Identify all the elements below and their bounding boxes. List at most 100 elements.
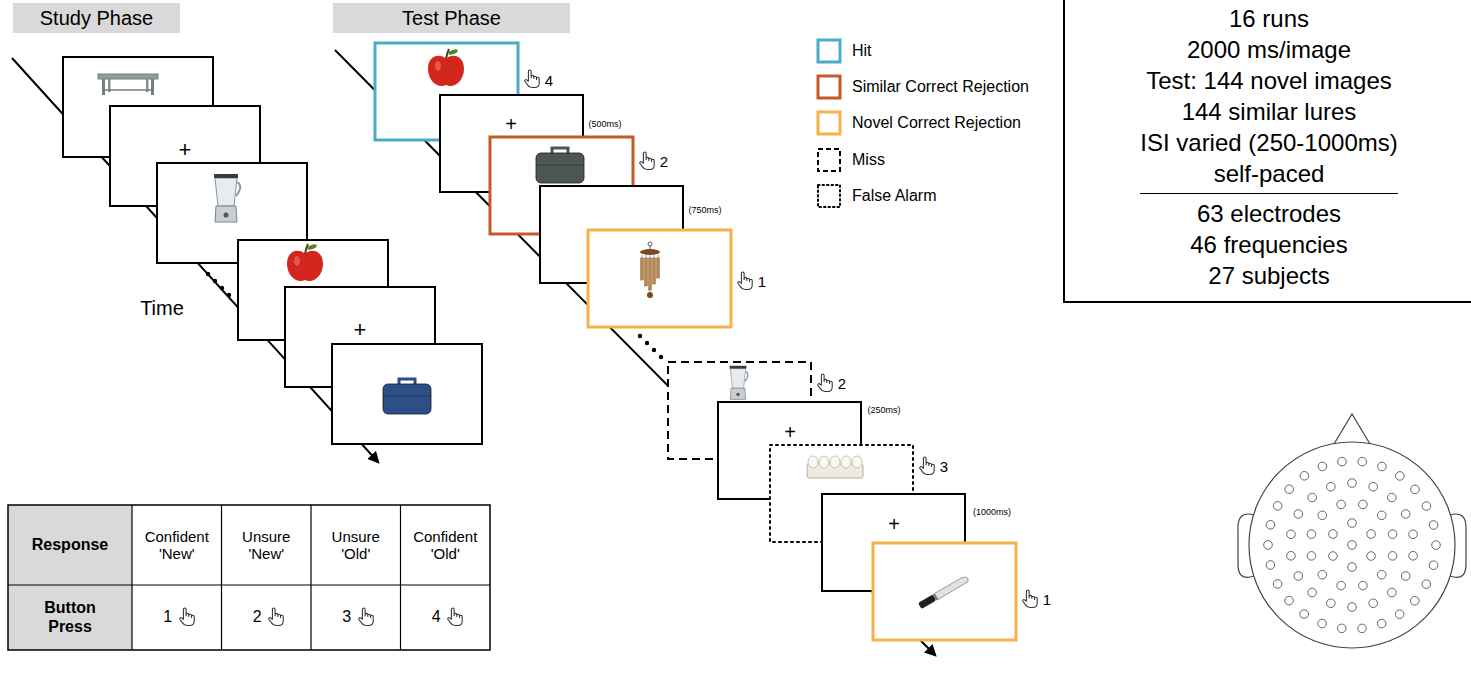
electrode xyxy=(1348,479,1357,488)
hand-icon xyxy=(738,272,752,290)
hand-icon xyxy=(920,457,934,475)
chime-part xyxy=(642,255,643,258)
dot xyxy=(645,341,649,345)
blender-picture xyxy=(214,174,240,222)
table-rule xyxy=(310,505,311,650)
electrode xyxy=(1287,551,1296,560)
electrode xyxy=(1367,552,1376,561)
legend-swatch xyxy=(818,40,840,62)
apple-part xyxy=(435,61,441,71)
dot xyxy=(213,279,217,283)
chime-part xyxy=(654,255,655,258)
parameter-line: 2000 ms/image xyxy=(1065,34,1471,65)
electrode xyxy=(1318,570,1327,579)
electrode xyxy=(1359,581,1368,590)
suitcase-part xyxy=(552,148,568,153)
table-border xyxy=(8,505,490,650)
electrode xyxy=(1411,596,1420,605)
parameter-line: 144 similar lures xyxy=(1065,96,1471,127)
blender-part xyxy=(214,174,238,178)
hand-icon xyxy=(359,608,373,626)
blender-picture xyxy=(730,366,748,400)
electrode xyxy=(1348,603,1357,612)
electrode xyxy=(1337,624,1346,633)
legend-swatch xyxy=(818,149,840,171)
apple-part xyxy=(294,256,300,266)
legend-label: Hit xyxy=(852,42,872,60)
blender-part xyxy=(736,393,740,397)
legend-label: Novel Correct Rejection xyxy=(852,114,1021,132)
legend-label: Miss xyxy=(852,151,885,169)
electrode xyxy=(1396,472,1405,481)
head-nose xyxy=(1334,414,1370,444)
electrode xyxy=(1409,551,1418,560)
response-table xyxy=(8,505,490,650)
frame-border xyxy=(873,543,1016,640)
electrode xyxy=(1401,510,1410,519)
dot xyxy=(652,348,656,352)
chime-picture xyxy=(640,242,660,298)
blender-part xyxy=(730,388,745,399)
bench-part xyxy=(151,79,154,95)
table-cell: Unsure 'New' xyxy=(225,505,309,585)
isi-label: (750ms) xyxy=(688,205,721,215)
knife-blade xyxy=(934,575,969,599)
parameter-box: 16 runs2000 ms/imageTest: 144 novel imag… xyxy=(1063,0,1471,303)
table-cell: Response xyxy=(11,505,129,585)
chime-part xyxy=(640,249,660,255)
electrode xyxy=(1266,561,1275,570)
knife-part xyxy=(918,575,969,609)
table-cell: Button Press xyxy=(30,585,110,650)
electrode xyxy=(1300,610,1309,619)
suitcase-part xyxy=(536,165,584,166)
bench-part xyxy=(104,89,152,91)
suitcase-part xyxy=(383,384,431,414)
stimulus-frame xyxy=(588,230,731,327)
response-key: 1 xyxy=(1043,591,1051,608)
eggs-part xyxy=(852,456,862,468)
electrode xyxy=(1266,520,1275,529)
table-rule xyxy=(400,505,401,650)
legend-swatch xyxy=(818,76,840,98)
knife-picture xyxy=(918,575,969,609)
electrode xyxy=(1326,599,1335,608)
chime-part xyxy=(650,290,651,292)
electrode xyxy=(1388,493,1397,502)
response-key: 1 xyxy=(758,273,766,290)
apple-part xyxy=(448,48,459,56)
button-number: 1 xyxy=(163,608,172,626)
response-key: 3 xyxy=(940,458,948,475)
phase-tab: Test Phase xyxy=(333,3,570,33)
electrode xyxy=(1294,572,1303,581)
hand-icon xyxy=(180,608,194,626)
electrode xyxy=(1388,530,1397,539)
electrode xyxy=(1264,541,1273,550)
fixation-cross: + xyxy=(888,513,900,536)
table-cell: Confident 'New' xyxy=(135,505,219,585)
electrode xyxy=(1294,510,1303,519)
table-rule xyxy=(8,584,490,585)
eggs-part xyxy=(819,456,829,468)
hand-icon xyxy=(818,374,832,392)
blender-part xyxy=(730,366,747,369)
electrode xyxy=(1318,462,1327,471)
dot xyxy=(227,293,231,297)
electrode xyxy=(1307,552,1316,561)
head-outline xyxy=(1249,442,1455,648)
isi-label: (1000ms) xyxy=(973,507,1011,517)
ellipsis-dots xyxy=(206,272,663,359)
electrode xyxy=(1429,521,1438,530)
button-number: 4 xyxy=(432,608,441,626)
dot xyxy=(220,286,224,290)
response-key: 2 xyxy=(838,375,846,392)
dot xyxy=(206,272,210,276)
electrode xyxy=(1369,599,1378,608)
blender-part xyxy=(224,213,229,218)
hand-icons xyxy=(180,70,1037,626)
suitcase-part xyxy=(383,396,431,397)
parameter-line: self-paced xyxy=(1065,158,1471,189)
suitcase-picture xyxy=(536,148,584,183)
chime-part xyxy=(641,258,644,280)
eggs-part xyxy=(830,456,840,468)
electrode xyxy=(1308,493,1317,502)
